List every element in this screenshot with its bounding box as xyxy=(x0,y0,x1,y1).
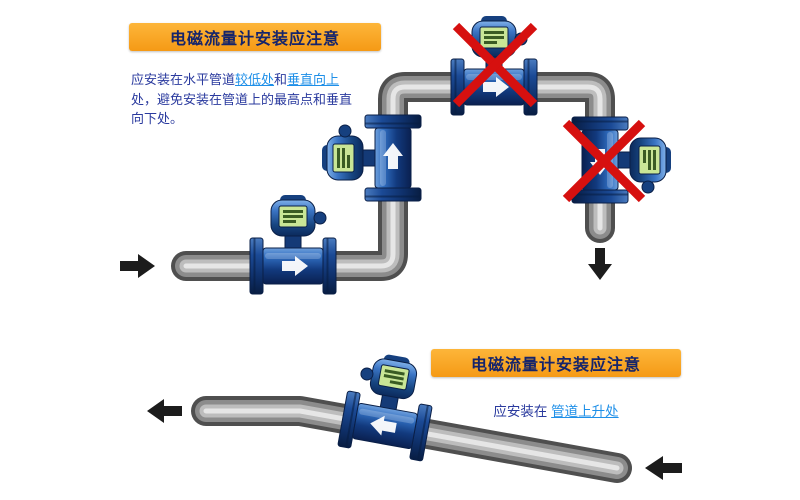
flow-in-arrow-icon xyxy=(120,254,155,278)
top-description: 应安装在水平管道较低处和垂直向上处，避免安装在管道上的最高点和垂直向下处。 xyxy=(131,70,353,129)
bottom-description: 应安装在 管道上升处 xyxy=(431,400,681,420)
desc-segment-highlight: 管道上升处 xyxy=(551,403,619,419)
desc-segment: 和 xyxy=(274,72,288,87)
flowmeter-rising-pipe-correct xyxy=(337,348,441,462)
flow-out-arrow-icon xyxy=(147,399,182,423)
pipe-run-bottom xyxy=(191,396,632,483)
desc-segment: 应安装在水平管道 xyxy=(131,72,236,87)
flow-out-arrow-icon xyxy=(588,248,612,280)
desc-segment: 处，避免安装在管道上的最高点和垂直向下处。 xyxy=(131,91,353,127)
flowmeter-vertical-down-wrong xyxy=(571,116,672,204)
desc-segment: 应安装在 xyxy=(493,403,552,419)
flowmeter-horizontal-low-correct xyxy=(249,194,337,295)
desc-segment-highlight: 较低处 xyxy=(235,72,275,87)
top-title-badge: 电磁流量计安装应注意 xyxy=(129,23,381,51)
pipe-run-top xyxy=(171,72,615,281)
red-x-icon xyxy=(452,22,538,108)
flow-in-arrow-icon xyxy=(645,456,682,480)
bottom-title-badge: 电磁流量计安装应注意 xyxy=(431,349,681,377)
red-x-icon xyxy=(562,119,646,203)
desc-segment-highlight: 垂直向上 xyxy=(287,72,340,87)
